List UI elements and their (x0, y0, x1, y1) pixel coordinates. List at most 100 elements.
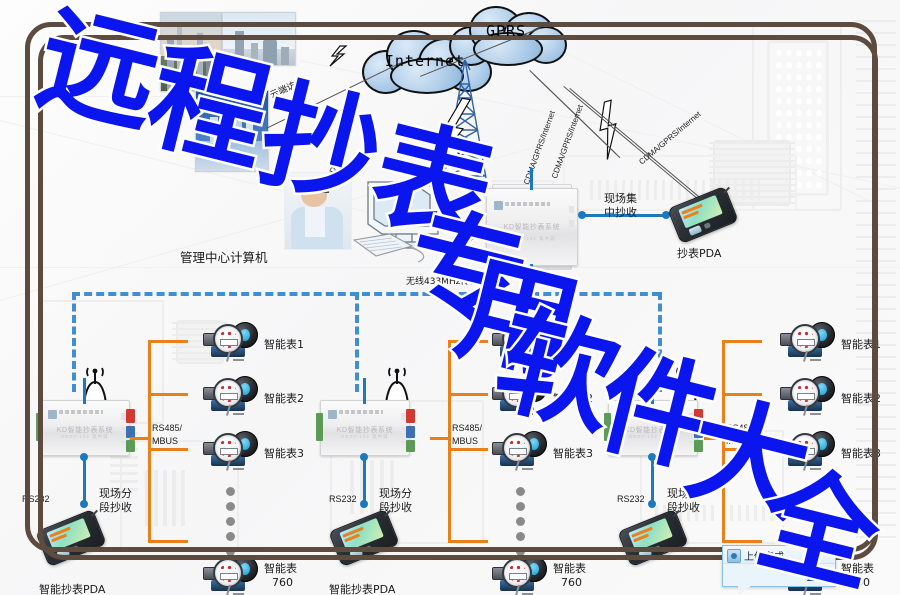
onsite-collect-label-line1: 现场集 (604, 192, 637, 205)
meter-left-1 (203, 321, 261, 363)
meter-right-2 (780, 375, 838, 417)
collector-sub: KDZY-102 集中器 (61, 434, 109, 440)
meter-mid-3-label: 智能表3 (553, 447, 593, 460)
left-bus-top-elbow (148, 340, 188, 343)
onsite-line-dot-left (578, 211, 586, 219)
meter-left-last-label-line2: 760 (272, 576, 293, 589)
onsite-collect-label-line2: 中抄收 (604, 206, 637, 219)
management-pc-icon (352, 178, 444, 269)
mid-bus-branch-1 (448, 393, 488, 396)
center-collector-up-line (530, 168, 533, 190)
rs232-label-right: RS232 (617, 494, 645, 504)
pda-bottom-left-label: 智能抄表PDA (39, 583, 106, 595)
right-bus-branch-last (722, 540, 762, 543)
meter-left-2 (203, 375, 261, 417)
rs232-label-mid: RS232 (329, 494, 357, 504)
rs232-label-left: RS232 (22, 494, 50, 504)
segment-label-left-line1: 现场分 (99, 487, 132, 500)
collector-title: KD智能抄表系统 (336, 426, 394, 434)
city-photo-2 (222, 12, 296, 66)
meter-right-last-label-line1: 智能表 (841, 562, 874, 575)
wireless-433-label: 无线433MHz传输 (406, 277, 479, 287)
rs485-label-right-line1: RS485/ (726, 423, 757, 433)
meter-right-2-label: 智能表2 (841, 392, 881, 405)
pda-bottom-mid-label: 智能抄表PDA (329, 583, 396, 595)
collector-sub: KDZY-102 集中器 (508, 236, 556, 242)
left-bus-branch-1 (148, 393, 188, 396)
right-bus-branch-2 (722, 448, 762, 451)
lightning-icon-2 (432, 93, 473, 174)
right-collector-down-line (651, 456, 654, 504)
management-pc-label: 管理中心计算机 (180, 250, 268, 265)
meter-mid-1-label: 智能表1 (553, 338, 593, 351)
segment-label-right-line2: 段抄收 (667, 501, 700, 514)
wireless-bus-v-mid (355, 292, 359, 392)
meter-left-last-label-line1: 智能表 (264, 562, 297, 575)
operator-photo (284, 172, 352, 250)
rs485-label-mid-line2: MBUS (452, 436, 479, 446)
onsite-collect-line (582, 214, 666, 217)
notification-view-link[interactable]: 查看 (807, 570, 829, 582)
lightning-icon-1 (326, 44, 350, 73)
meter-right-3-label: 智能表3 (841, 447, 881, 460)
meter-left-1-label: 智能表1 (264, 338, 304, 351)
left-bus-to-collector (130, 437, 150, 440)
mid-bus-top-elbow (448, 340, 488, 343)
right-seg-dot-bottom (648, 500, 656, 508)
balloon-tail (737, 586, 751, 594)
meter-right-last-label-line2: 760 (849, 576, 870, 589)
meter-mid-2-label: 智能表2 (553, 392, 593, 405)
meter-mid-3 (492, 430, 550, 472)
gprs-cloud-label: GPRS (485, 22, 527, 40)
city-photo-3 (195, 90, 269, 172)
meter-mid-1 (492, 321, 550, 363)
meter-right-1 (780, 321, 838, 363)
mid-bus-branch-2 (448, 448, 488, 451)
mid-bus-to-collector (430, 437, 450, 440)
meter-mid-last-label-line2: 760 (561, 576, 582, 589)
left-bus-branch-2 (148, 448, 188, 451)
meter-left-2-label: 智能表2 (264, 392, 304, 405)
decorative-frame-inner (38, 35, 878, 560)
left-seg-dot-top (80, 453, 88, 461)
lightning-icon-3 (588, 98, 631, 168)
meter-left-last (203, 555, 261, 595)
collector-sub: KDZY-102 集中器 (341, 434, 389, 440)
wireless-bus-v-left (72, 292, 76, 392)
mid-seg-dot-bottom (360, 500, 368, 508)
wireless-bus-h (72, 292, 660, 296)
upload-notification-balloon[interactable]: 上传完成 查看 (722, 545, 836, 594)
right-collector-up-line (651, 378, 654, 404)
segment-label-left-line2: 段抄收 (99, 501, 132, 514)
rs485-label-left-line1: RS485/ (152, 423, 183, 433)
center-collector-down-line (530, 264, 533, 286)
rs485-label-mid-line1: RS485/ (452, 423, 483, 433)
internet-cloud: Internet (360, 24, 492, 94)
meter-mid-last-label-line1: 智能表 (553, 562, 586, 575)
right-bus-top-elbow (722, 340, 762, 343)
notification-title: 上传完成 (744, 552, 784, 563)
left-seg-dot-bottom (80, 500, 88, 508)
internet-cloud-label: Internet (384, 52, 466, 70)
mid-bus-branch-last (448, 540, 488, 543)
mid-bus-trunk (448, 340, 451, 540)
segment-label-mid-line1: 现场分 (379, 487, 412, 500)
meter-left-3 (203, 430, 261, 472)
left-bus-branch-last (148, 540, 188, 543)
segment-label-right-line1: 现场分 (667, 487, 700, 500)
mid-collector-device: KD智能抄表系统 KDZY-102 集中器 (316, 400, 415, 456)
mid-collector-up-line (363, 378, 366, 404)
right-collector-device: KD智能抄表系统 KDZY-102 集中器 (604, 400, 703, 456)
meter-right-1-label: 智能表1 (841, 338, 881, 351)
meter-mid-2 (492, 375, 550, 417)
meter-mid-last (492, 555, 550, 595)
upload-icon (727, 549, 741, 563)
collector-title: KD智能抄表系统 (56, 426, 114, 434)
left-collector-up-line (83, 378, 86, 404)
city-photo-1 (160, 12, 222, 92)
collector-title: KD智能抄表系统 (624, 426, 682, 434)
left-collector-down-line (83, 456, 86, 504)
collector-title: KD智能抄表系统 (503, 224, 561, 232)
right-bus-trunk (722, 340, 725, 540)
